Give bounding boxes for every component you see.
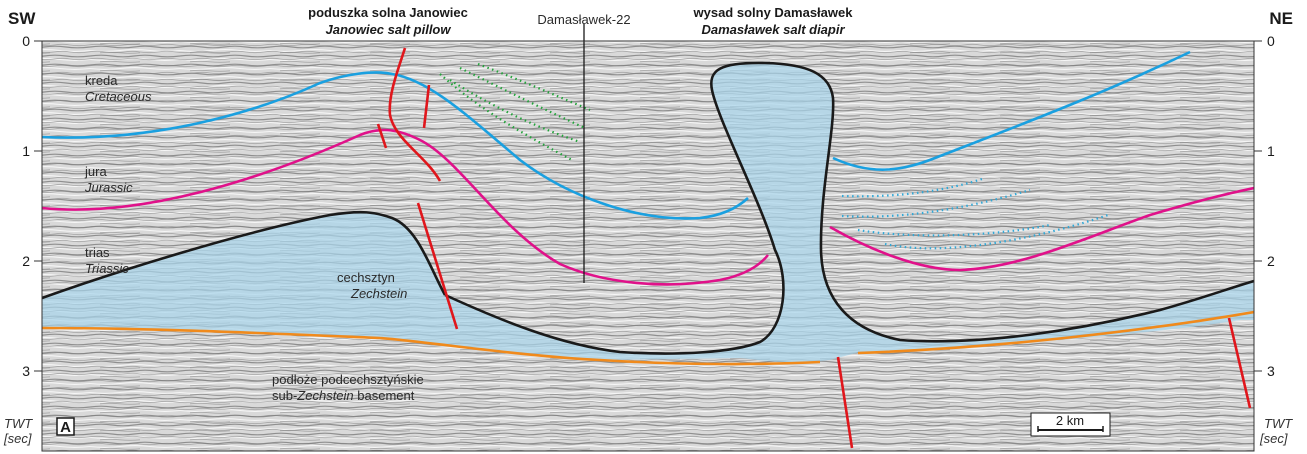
fault-right [1227, 317, 1252, 409]
tick-right-0: 0 [1267, 33, 1275, 49]
tick-right-1: 1 [1267, 143, 1275, 159]
sw-label: SW [8, 9, 36, 28]
tick-left-3: 3 [22, 363, 30, 379]
fault-subsalt-centre [836, 356, 854, 449]
label-jurassic-pl: jura [84, 164, 107, 179]
ne-label: NE [1269, 9, 1293, 28]
jurassic-horizon-left [42, 128, 770, 286]
panel-label: A [56, 417, 75, 436]
zechstein-base-left [42, 326, 821, 366]
unit-left-line1: TWT [4, 416, 33, 431]
label-cretaceous-pl: kreda [85, 73, 118, 88]
stratigraphic-labels: kreda Cretaceous jura Jurassic trias Tri… [84, 73, 424, 403]
label-basement-pl: podłoże podcechsztyńskie [272, 372, 424, 387]
fault-janowiec-main [388, 47, 442, 182]
label-triassic-en: Triassic [85, 261, 129, 276]
tick-right-2: 2 [1267, 253, 1275, 269]
label-zechstein-en: Zechstein [350, 286, 407, 301]
basement-italic: Zechstein [296, 388, 353, 403]
diapir-title-pl: wysad solny Damasławek [693, 5, 854, 20]
label-zechstein-pl: cechsztyn [337, 270, 395, 285]
pillow-title-en: Janowiec salt pillow [326, 22, 452, 37]
tick-right-3: 3 [1267, 363, 1275, 379]
scale-bar: 2 km [1030, 412, 1111, 437]
label-triassic-pl: trias [85, 245, 110, 260]
fault-jurassic-stub [376, 123, 388, 149]
tick-left-0: 0 [22, 33, 30, 49]
unit-left-line2: [sec] [3, 431, 32, 446]
seismic-panel [42, 41, 1254, 451]
scale-bar-label: 2 km [1056, 413, 1084, 428]
well-label: Damasławek-22 [537, 12, 630, 27]
panel-frame [41, 40, 1255, 452]
faults [376, 47, 1252, 449]
label-jurassic-en: Jurassic [84, 180, 133, 195]
tick-left-1: 1 [22, 143, 30, 159]
tick-left-2: 2 [22, 253, 30, 269]
cretaceous-horizon-left [42, 71, 749, 220]
cretaceous-horizon-right [832, 50, 1191, 171]
panel-label-text: A [60, 419, 71, 436]
basement-prefix: sub- [272, 388, 297, 403]
zechstein-salt-body [42, 62, 1254, 363]
cyan-dotted-reflectors [841, 176, 1109, 250]
label-basement-en: sub-Zechstein basement [272, 388, 415, 403]
fault-zechstein [416, 202, 459, 330]
left-axis: 0 1 2 3 TWT [sec] [3, 33, 42, 446]
basement-suffix: basement [354, 388, 415, 403]
zechstein-top-diapir [444, 61, 1254, 355]
label-cretaceous-en: Cretaceous [85, 89, 152, 104]
pillow-title-pl: poduszka solna Janowiec [308, 5, 468, 20]
green-dotted-reflectors [439, 62, 591, 161]
zechstein-base-right [857, 310, 1254, 355]
fault-janowiec-short [422, 84, 431, 129]
unit-right-line2: [sec] [1259, 431, 1288, 446]
diapir-title-en: Damasławek salt diapir [701, 22, 845, 37]
right-axis: 0 1 2 3 TWT [sec] [1254, 33, 1293, 446]
jurassic-horizon-right [829, 186, 1254, 272]
unit-right-line1: TWT [1264, 416, 1293, 431]
zechstein-top-left [42, 210, 447, 300]
